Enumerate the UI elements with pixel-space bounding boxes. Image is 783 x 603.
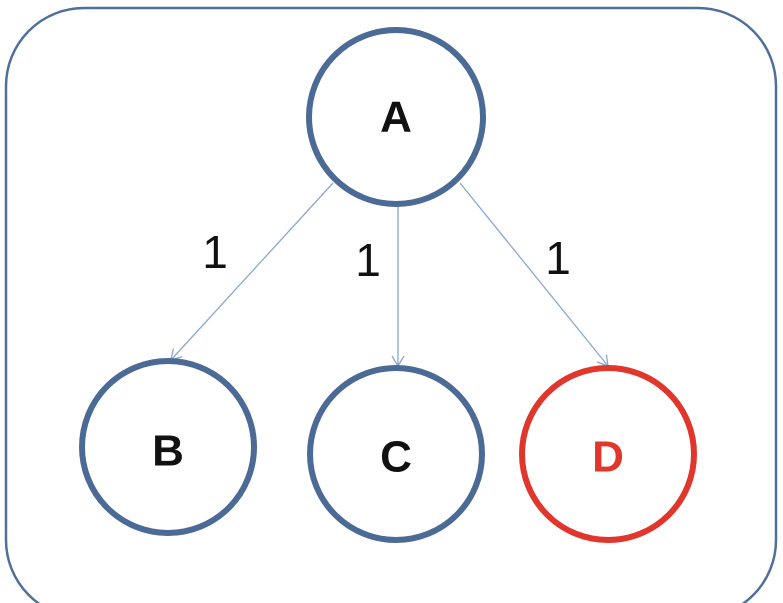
node-b: B (79, 358, 257, 536)
node-d-circle (519, 365, 697, 543)
node-a: A (306, 27, 486, 207)
edge-a-c-weight: 1 (355, 234, 381, 286)
node-b-circle (79, 358, 257, 536)
node-a-circle (306, 27, 486, 207)
edge-a-b-weight: 1 (202, 226, 228, 278)
diagram-frame (4, 6, 778, 603)
node-c-label: C (380, 433, 412, 482)
node-d-label: D (592, 433, 624, 482)
edge-a-d (459, 182, 609, 367)
node-d: D (519, 365, 697, 543)
node-c: C (307, 365, 485, 543)
edge-a-d-weight: 1 (545, 232, 571, 284)
node-a-label: A (380, 93, 412, 142)
node-b-label: B (152, 427, 184, 476)
node-c-circle (307, 365, 485, 543)
edge-a-b (170, 182, 334, 361)
